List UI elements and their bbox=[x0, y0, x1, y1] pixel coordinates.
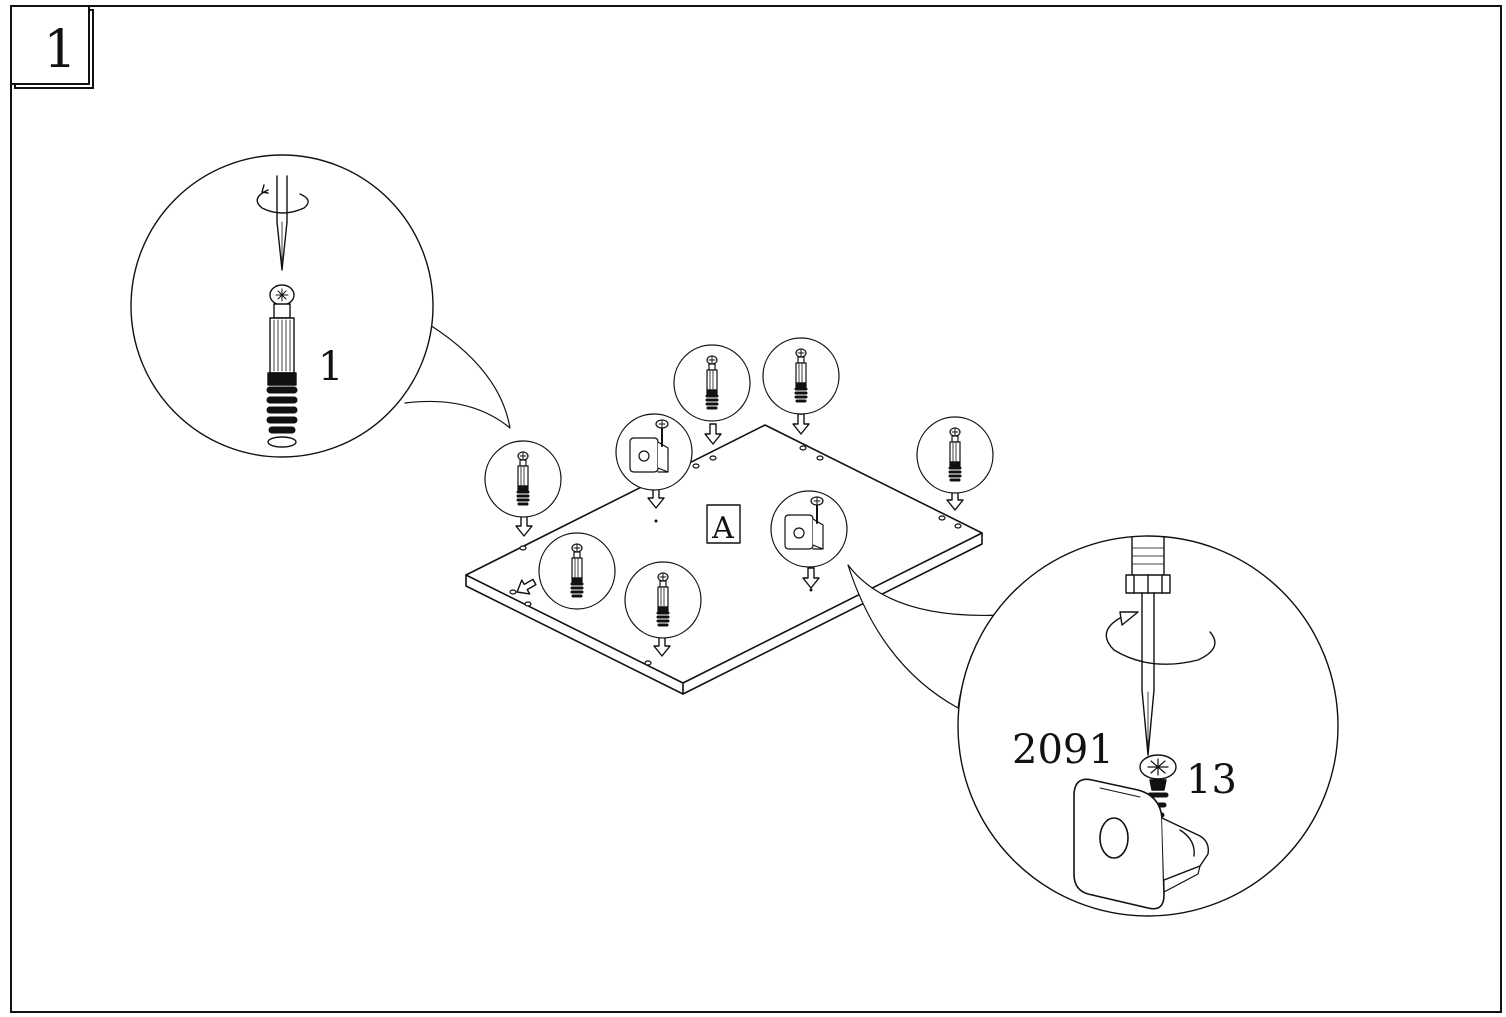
cam-bolt-icon bbox=[794, 347, 808, 403]
rotation-arrow-icon bbox=[256, 184, 309, 214]
step-box: 1 bbox=[10, 5, 90, 85]
step-number: 1 bbox=[43, 20, 77, 80]
cam-bolt-icon bbox=[705, 354, 719, 410]
panel-label-text: A bbox=[711, 511, 734, 546]
small-callouts bbox=[484, 337, 994, 639]
cam-bolt-detail bbox=[130, 154, 511, 458]
down-arrow-icon bbox=[792, 413, 810, 435]
down-arrow-icon bbox=[704, 423, 722, 445]
cam-bolt-icon bbox=[948, 426, 962, 482]
cam-bolt-icon bbox=[516, 450, 530, 506]
cam-bolt-icon bbox=[570, 542, 584, 598]
bracket-screw-detail bbox=[847, 535, 1339, 917]
screwdriver-icon bbox=[276, 175, 288, 271]
instruction-frame bbox=[10, 5, 1502, 1013]
cam-bolt-icon bbox=[266, 284, 298, 448]
screwdriver-icon bbox=[1125, 536, 1171, 756]
panel-label bbox=[706, 504, 741, 544]
panel-a bbox=[465, 424, 983, 695]
cam-bolt-part-number: 1 bbox=[318, 344, 343, 390]
cam-bolt-icon bbox=[656, 571, 670, 627]
bracket-part-number: 2091 bbox=[1012, 727, 1114, 773]
rotation-arrow-icon bbox=[1105, 611, 1216, 665]
bracket-icon bbox=[1073, 778, 1210, 910]
down-arrow-icon bbox=[515, 515, 533, 537]
screw-part-number: 13 bbox=[1186, 757, 1237, 803]
